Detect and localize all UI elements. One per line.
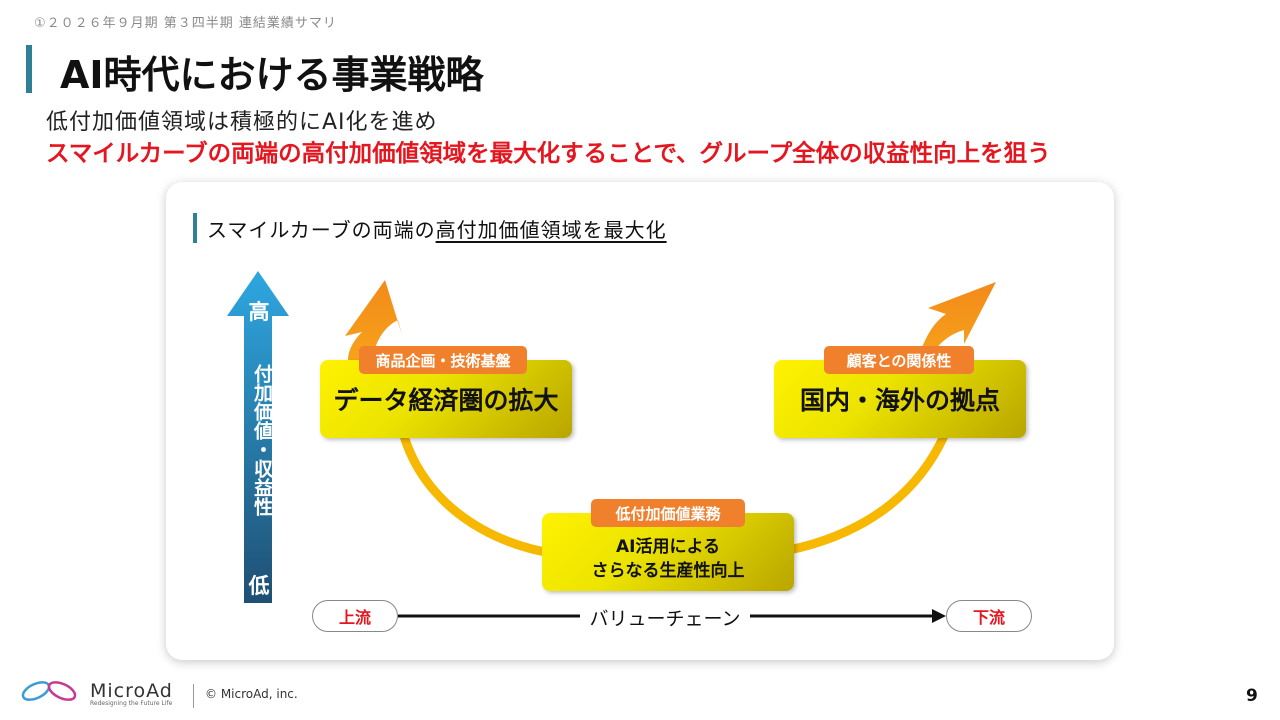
footer-divider (193, 684, 194, 708)
value-chain-arrowhead (932, 609, 946, 623)
page-title: AI時代における事業戦略 (60, 53, 484, 97)
axis-high-label: 高 (248, 300, 270, 324)
panel-title-underlined: 高付加価値領域を最大化 (435, 218, 667, 242)
data-economy-text: データ経済圏の拡大 (333, 386, 559, 415)
downstream-pill: 下流 (946, 600, 1032, 632)
axis-title: 付加価値・収益性 (251, 364, 273, 516)
lead-text-2: スマイルカーブの両端の高付加価値領域を最大化することで、グループ全体の収益性向上… (46, 139, 1051, 167)
axis-low-label: 低 (248, 574, 270, 598)
panel-title-prefix: スマイルカーブの両端の (207, 218, 436, 242)
copyright-text: © MicroAd, inc. (205, 687, 298, 701)
microad-logo-text: MicroAd (90, 680, 173, 702)
upstream-pill: 上流 (312, 600, 398, 632)
left-growth-arrow (345, 280, 402, 360)
global-bases-text: 国内・海外の拠点 (799, 386, 1000, 415)
page-number: 9 (1246, 686, 1258, 706)
header-label: ①２０２６年９月期 第３四半期 連結業績サマリ (34, 16, 337, 31)
microad-logo-tagline: Redesigning the Future Life (90, 700, 173, 707)
ai-productivity-line1: AI活用による (616, 537, 720, 557)
right-growth-arrow (918, 282, 996, 360)
product-planning-tag: 商品企画・技術基盤 (359, 346, 527, 374)
ai-productivity-box: AI活用による さらなる生産性向上 (542, 513, 794, 591)
microad-logo-mark (21, 681, 77, 701)
panel-title: スマイルカーブの両端の高付加価値領域を最大化 (207, 214, 667, 243)
value-axis-arrow (227, 271, 289, 603)
low-value-tasks-tag: 低付加価値業務 (591, 499, 745, 527)
customer-relations-tag: 顧客との関係性 (824, 346, 974, 374)
panel-accent-bar (193, 213, 197, 243)
ai-productivity-line2: さらなる生産性向上 (591, 561, 745, 581)
lead-text-1: 低付加価値領域は積極的にAI化を進め (46, 110, 438, 135)
value-chain-label: バリューチェーン (580, 604, 750, 630)
title-accent-bar (26, 45, 32, 93)
